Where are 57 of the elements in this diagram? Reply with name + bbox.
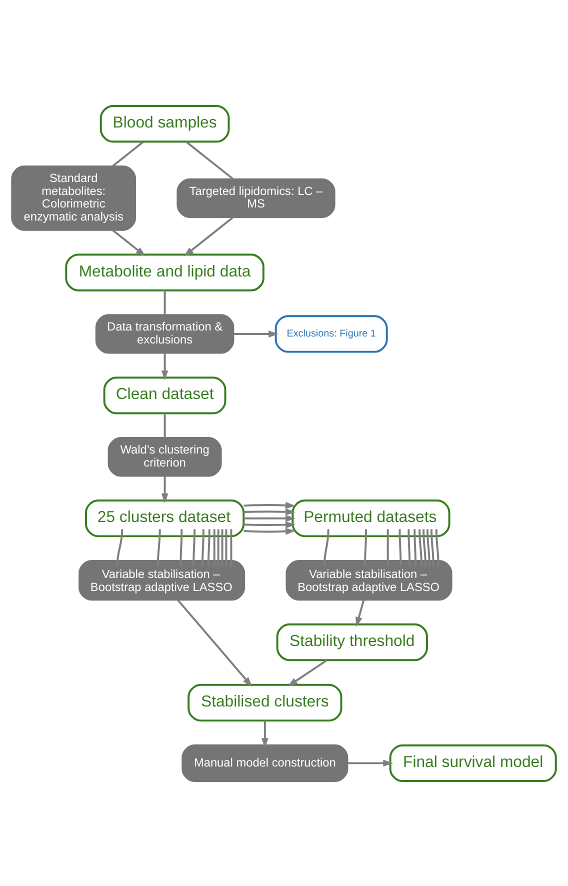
connector — [164, 290, 166, 314]
connector — [422, 528, 426, 566]
node-box: Variable stabilisation – Bootstrap adaptive LASSO — [78, 559, 246, 600]
connector — [435, 528, 440, 566]
arrow — [356, 599, 365, 626]
arrow — [244, 520, 296, 528]
connector — [386, 528, 389, 566]
node-box: 25 clusters dataset — [85, 499, 245, 537]
node-box: Permuted datasets — [292, 499, 450, 537]
connector — [221, 528, 224, 566]
connector — [207, 528, 210, 566]
arrow — [244, 501, 296, 508]
arrow — [244, 514, 296, 522]
connector — [418, 528, 423, 566]
connector — [225, 528, 228, 566]
connector — [156, 528, 161, 566]
node-box: Stabilised clusters — [188, 683, 342, 722]
connector — [213, 528, 216, 566]
connector — [112, 140, 144, 167]
arrow — [161, 475, 168, 503]
connector — [364, 528, 368, 566]
connector — [323, 528, 330, 566]
node-box: Metabolite and lipid data — [65, 253, 264, 291]
arrow — [288, 658, 328, 686]
arrow — [233, 330, 278, 337]
connector — [192, 528, 196, 566]
arrow — [261, 720, 268, 748]
connector — [398, 528, 402, 566]
arrow — [244, 527, 296, 534]
node-box: Exclusions: Figure 1 — [274, 314, 388, 352]
node-box: Standard metabolites: Colorimetric enzymatic analysis — [11, 164, 136, 230]
node-box: Data transformation & exclusions — [95, 314, 234, 354]
connector — [408, 528, 411, 566]
connector — [116, 528, 124, 566]
arrow — [161, 352, 168, 380]
node-box: Variable stabilisation – Bootstrap adaptive LASSO — [286, 559, 452, 600]
connector — [426, 528, 430, 566]
node-box: Targeted lipidomics: LC – MS — [176, 178, 336, 218]
arrow — [112, 228, 146, 256]
arrow — [244, 508, 296, 515]
connector — [180, 528, 183, 566]
arrow — [347, 759, 394, 766]
node-box: Wald’s clustering criterion — [108, 436, 222, 476]
arrow — [176, 598, 252, 686]
node-box: Stability threshold — [276, 622, 428, 661]
node-box: Manual model construction — [182, 744, 348, 782]
node-box: Final survival model — [389, 744, 557, 782]
connector — [186, 140, 234, 180]
node-box: Blood samples — [100, 104, 230, 142]
arrow — [184, 216, 234, 256]
connector — [230, 528, 232, 566]
connector — [164, 412, 166, 438]
connector — [430, 528, 434, 566]
connector — [414, 528, 417, 566]
connector — [201, 528, 204, 566]
node-box: Clean dataset — [103, 376, 226, 414]
connector — [217, 528, 220, 566]
